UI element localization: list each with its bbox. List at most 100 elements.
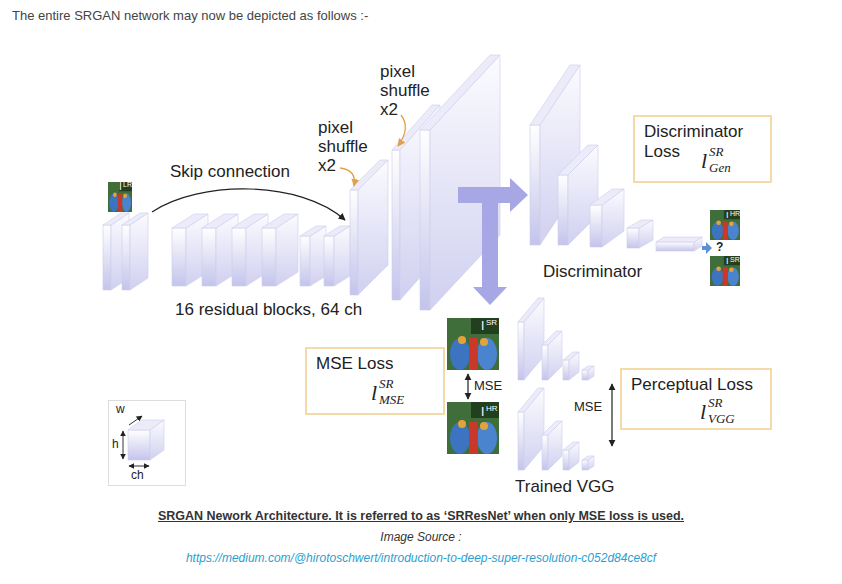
output-branch-arrow-part — [473, 287, 507, 305]
formula-superscript: SR — [708, 396, 722, 409]
discriminator-layers-part — [656, 242, 694, 251]
network-label: Trained VGG — [515, 477, 615, 497]
discriminator-network: Discriminator — [528, 60, 706, 285]
dimension-label: w — [116, 403, 125, 417]
formula-superscript: SR — [379, 377, 393, 390]
upsampling-slabs — [350, 55, 500, 310]
input-feature-slabs-part — [103, 225, 111, 290]
network-label: 16 residual blocks, 64 ch — [175, 300, 362, 320]
loss-title: MSE Loss — [316, 354, 393, 374]
connection-label: Skip connection — [170, 162, 290, 182]
pixel-shuffle-arrows-part — [340, 168, 354, 186]
source-link: https://medium.com/@hirotoschwert/introd… — [186, 552, 656, 566]
residual-blocks-part — [262, 214, 298, 228]
dimension-label: h — [112, 438, 119, 452]
vgg-networks-part — [542, 345, 548, 380]
image-symbol: I — [481, 320, 484, 332]
formula-symbol: l — [701, 150, 707, 172]
discriminator-layers-part — [558, 175, 568, 245]
discriminator-layers-part — [590, 205, 602, 247]
upsampling-slabs-part — [350, 160, 388, 190]
page-title: The entire SRGAN network may now be depi… — [12, 9, 368, 24]
image-superscript: HR — [486, 405, 498, 413]
upsampling-slabs-part — [420, 130, 430, 310]
image-icons-part — [108, 182, 132, 212]
residual-blocks-part — [262, 228, 276, 286]
residual-blocks-part — [232, 228, 246, 286]
comparison-label: MSE — [574, 400, 602, 415]
dimension-key-part — [128, 430, 150, 460]
vgg-networks — [518, 298, 594, 470]
vgg-networks-part — [542, 435, 548, 470]
image-symbol: I — [726, 211, 729, 220]
residual-blocks-part — [324, 236, 334, 286]
formula-symbol: l — [371, 382, 377, 404]
residual-blocks-part — [202, 228, 216, 286]
residual-blocks-part — [172, 228, 186, 286]
dimension-key-part — [109, 401, 186, 486]
image-superscript: SR — [486, 319, 497, 327]
residual-blocks-part — [172, 214, 208, 228]
vgg-networks-part — [563, 450, 569, 470]
discriminator-layers-part — [530, 65, 580, 125]
formula-subscript: MSE — [379, 393, 404, 406]
dimension-key-part — [129, 416, 142, 425]
dimension-label: ch — [131, 469, 144, 483]
residual-blocks-part — [300, 236, 310, 286]
formula-subscript: Gen — [709, 161, 731, 174]
discriminator-layers-part — [702, 242, 712, 254]
operation-label: pixel shuffle x2 — [380, 62, 440, 119]
mse-double-arrows-part — [467, 374, 468, 399]
vgg-networks-part — [582, 370, 588, 380]
vgg-networks-part — [563, 442, 579, 450]
discriminator-layers-part — [590, 189, 624, 205]
upsampling-slabs-part — [430, 55, 500, 310]
upsampling-slabs-part — [392, 150, 400, 300]
mse-double-arrows-part — [611, 384, 612, 446]
image-symbol: I — [481, 406, 484, 418]
skip-connection-arrow — [152, 189, 345, 220]
image-superscript: SR — [730, 256, 740, 263]
vgg-networks-part — [518, 322, 524, 380]
discriminator-layers-part — [627, 220, 653, 228]
pixel-shuffle-arrows-part — [398, 115, 405, 146]
residual-blocks-part — [324, 226, 350, 236]
source-note: Image Source : — [380, 531, 461, 545]
vgg-networks-part — [518, 412, 524, 470]
upsampling-slabs-part — [420, 55, 500, 130]
discriminator-layers-part — [530, 125, 540, 245]
upsampling-slabs-part — [350, 190, 358, 295]
discriminator-layers-part — [656, 237, 702, 242]
discriminator-layers-part — [558, 145, 598, 175]
residual-blocks-part — [202, 214, 238, 228]
vgg-networks-part — [542, 331, 562, 345]
question-mark: ? — [716, 241, 723, 254]
comparison-label: MSE — [474, 379, 502, 394]
residual-blocks — [172, 214, 350, 286]
figure-caption: SRGAN Nework Architecture. It is referre… — [158, 509, 684, 523]
vgg-networks-part — [563, 360, 569, 380]
residual-blocks-part — [300, 226, 326, 236]
image-superscript: LR — [123, 181, 132, 188]
vgg-networks-part — [542, 421, 562, 435]
image-superscript: HR — [730, 210, 740, 217]
loss-formula: lSRGen — [701, 145, 732, 177]
image-icons-part — [447, 318, 499, 370]
block-arrow — [458, 178, 528, 212]
loss-box: MSE Loss lSR MSE — [305, 347, 445, 415]
residual-blocks-part — [334, 226, 350, 286]
output-branch-arrow — [473, 187, 507, 305]
discriminator-layers-part — [627, 228, 639, 248]
vgg-networks-part — [563, 352, 579, 360]
dimension-key-part — [129, 466, 149, 467]
residual-blocks-part — [310, 226, 326, 286]
input-feature-slabs — [103, 213, 148, 290]
input-feature-slabs-part — [122, 213, 148, 225]
formula-subscript: VGG — [708, 412, 735, 425]
image-symbol: I — [119, 182, 122, 192]
formula-symbol: l — [700, 401, 706, 423]
loss-formula: lSR VGG — [700, 396, 736, 428]
loss-title: Perceptual Loss — [631, 375, 753, 395]
vgg-networks-part — [582, 456, 594, 460]
operation-label: pixel shuffle x2 — [318, 118, 378, 175]
